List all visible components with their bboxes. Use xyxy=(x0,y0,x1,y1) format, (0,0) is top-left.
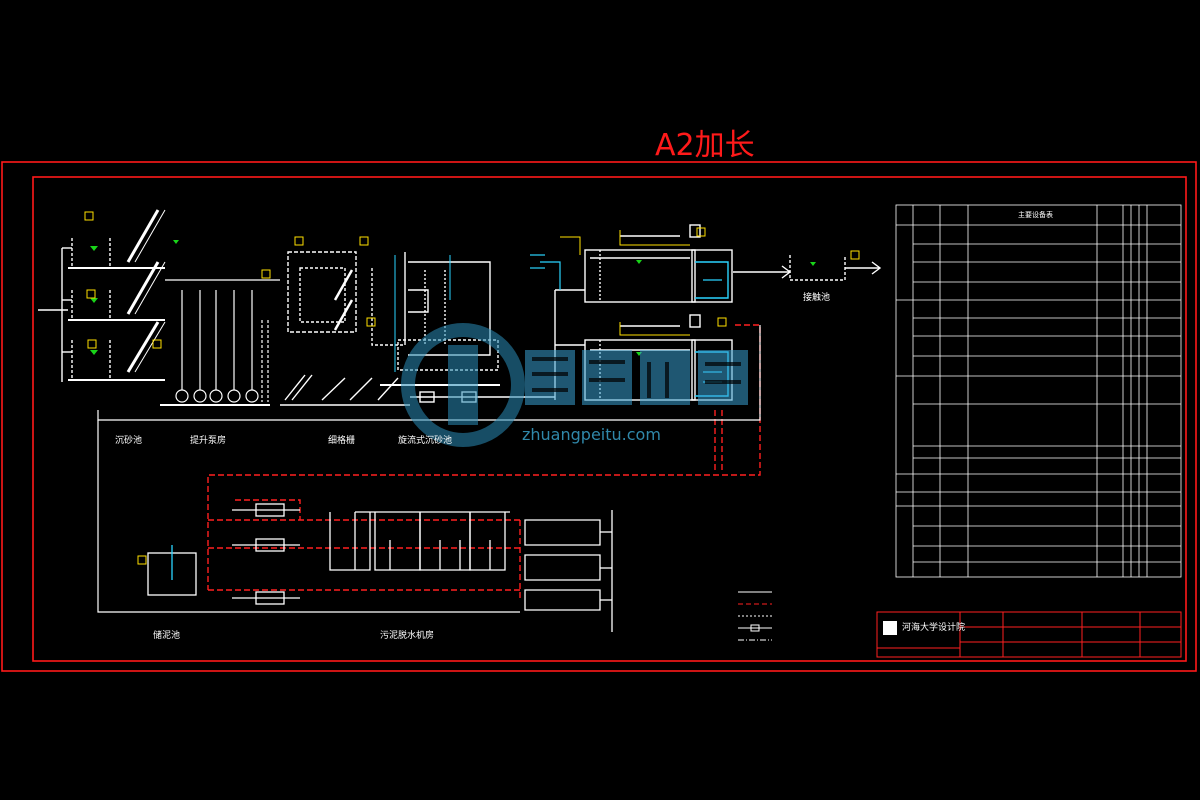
grit-chambers xyxy=(38,209,166,382)
equipment-table-title: 主要设备表 xyxy=(1018,211,1053,219)
title-block-institution: 河海大学设计院 xyxy=(902,623,966,633)
label-clarifier: 旋流式沉砂池 xyxy=(398,436,453,446)
label-grit-chamber: 沉砂池 xyxy=(115,436,143,446)
fine-screen xyxy=(280,374,410,406)
outer-frame xyxy=(1,161,1197,672)
label-sludge-tank: 储泥池 xyxy=(153,631,181,641)
yellow-pipes xyxy=(560,230,690,336)
label-dewatering: 污泥脱水机房 xyxy=(380,631,435,641)
dewatering xyxy=(147,503,613,632)
label-lift-pump: 提升泵房 xyxy=(190,436,227,446)
contact-tank xyxy=(733,255,882,281)
title-block-logo xyxy=(883,621,897,635)
lift-pump-room xyxy=(160,279,280,406)
sludge-lines xyxy=(207,324,761,600)
legend xyxy=(738,591,772,641)
title-block xyxy=(876,611,1182,658)
label-contact-tank: 接触池 xyxy=(803,293,831,303)
yellow-tags xyxy=(84,211,860,565)
equipment-table xyxy=(895,204,1182,578)
sheet-size-label: A2加长 xyxy=(655,128,755,163)
watermark-site-text: zhuangpeitu.com xyxy=(522,425,661,444)
watermark-logo xyxy=(401,323,525,447)
inner-frame xyxy=(32,176,1187,662)
label-screen: 细格栅 xyxy=(328,436,356,446)
